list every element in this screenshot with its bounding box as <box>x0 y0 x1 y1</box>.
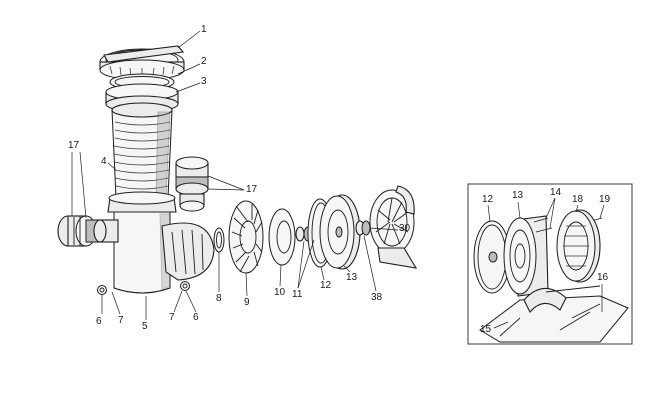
callout-3: 3 <box>201 76 207 87</box>
housing-gasket <box>213 227 225 253</box>
callout-6-right: 6 <box>193 312 199 323</box>
diffuser <box>228 200 264 274</box>
drain-plug-right <box>180 281 190 291</box>
callout-9: 9 <box>244 297 250 308</box>
callout-4: 4 <box>101 156 107 167</box>
drain-plug-left <box>97 285 107 295</box>
callout-12: 12 <box>320 280 332 291</box>
callout-7-right: 7 <box>169 312 175 323</box>
callout-30: 30 <box>399 223 411 234</box>
inlet-union <box>57 215 107 247</box>
inset-seal-plate <box>503 215 549 297</box>
callout-38: 38 <box>371 292 383 303</box>
motor-adapter <box>369 185 418 269</box>
shaft-seal <box>355 220 371 236</box>
strainer-lid <box>99 45 185 81</box>
inset-motor-base <box>479 285 629 343</box>
callout-2: 2 <box>201 56 207 67</box>
outlet-union <box>175 156 209 212</box>
main-leaders <box>71 30 399 320</box>
inset-callout-12: 12 <box>482 194 494 205</box>
callout-11: 11 <box>292 289 303 300</box>
inset-leaders <box>487 197 605 329</box>
callout-8: 8 <box>216 293 222 304</box>
callout-17-left: 17 <box>68 140 80 151</box>
strainer-basket <box>111 102 173 199</box>
callout-13: 13 <box>346 272 358 283</box>
inset-callout-18: 18 <box>572 194 584 205</box>
callout-6-left: 6 <box>96 316 102 327</box>
callout-17-right: 17 <box>246 184 258 195</box>
callout-10: 10 <box>274 287 286 298</box>
callout-1: 1 <box>201 24 207 35</box>
inset-callout-19: 19 <box>599 194 611 205</box>
seal-plate <box>319 194 361 270</box>
inset-callout-14: 14 <box>550 187 562 198</box>
inset-motor-face <box>556 209 601 283</box>
inset-callout-16: 16 <box>597 272 609 283</box>
pump-housing <box>95 191 215 294</box>
callout-5: 5 <box>142 321 148 332</box>
impeller-ring <box>268 208 296 266</box>
callout-7-left: 7 <box>118 315 124 326</box>
inset-callout-13: 13 <box>512 190 524 201</box>
inset-callout-15: 15 <box>480 324 492 335</box>
